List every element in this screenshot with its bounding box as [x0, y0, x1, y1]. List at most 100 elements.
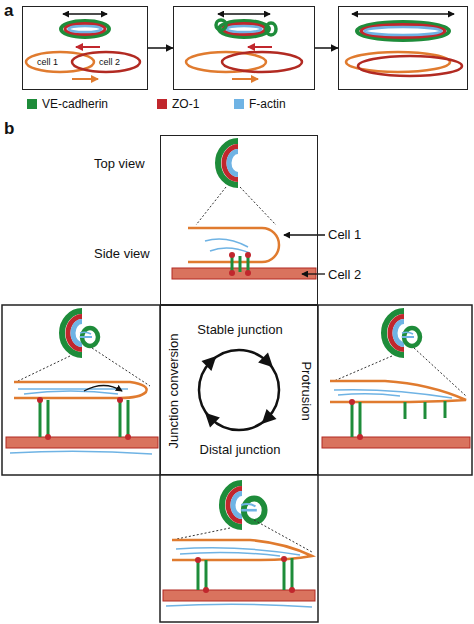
- cell-outline: [188, 228, 279, 262]
- zo1-dot: [229, 252, 235, 258]
- node-text: Cell 1: [328, 228, 361, 242]
- stage-box: [318, 305, 472, 475]
- junction-bulge: [266, 23, 276, 35]
- zoom-line: [254, 520, 312, 552]
- zo1-dot: [289, 587, 295, 593]
- zo1-dot: [245, 252, 251, 258]
- cadherin: [424, 402, 427, 419]
- junction-bulge: [402, 328, 420, 346]
- cadherin: [283, 559, 286, 590]
- cell-body: [172, 268, 316, 279]
- zo1-dot: [45, 434, 51, 440]
- node-text: Protrusion: [299, 361, 313, 420]
- motion-arrow: [72, 78, 98, 80]
- zoom-line: [240, 187, 276, 225]
- panel-box: Top viewSide viewCell 1Cell 2: [160, 135, 318, 305]
- cadherin: [197, 560, 200, 590]
- zo1-dot: [37, 397, 43, 403]
- zoom-line: [92, 348, 150, 386]
- panel-box: [173, 6, 315, 90]
- actin-fiber: [166, 604, 312, 607]
- zo1-dot: [125, 434, 131, 440]
- node-text: Top view: [94, 157, 145, 171]
- cadherin-ring: [61, 21, 109, 37]
- cadherin: [239, 256, 242, 272]
- cell-outline: [14, 382, 147, 398]
- flow-arrow: [148, 47, 173, 49]
- motion-arrow: [232, 78, 258, 80]
- zo1-dot: [281, 556, 287, 562]
- legend-label: VE-cadherin: [42, 98, 108, 110]
- legend-swatch: [157, 99, 167, 109]
- cycle-arrowhead: [200, 408, 220, 428]
- cadherin-ring: [357, 22, 449, 40]
- zo1-dot: [229, 270, 235, 276]
- junction-bulge: [216, 20, 226, 30]
- cadherin: [39, 400, 42, 437]
- node-text: cell 2: [99, 58, 120, 68]
- node-text: Junction conversion: [167, 334, 181, 449]
- double-arrow: [352, 13, 454, 15]
- cycle-arrowhead: [257, 409, 277, 429]
- zoom-line: [18, 356, 70, 381]
- pointer-arrow: [302, 273, 325, 274]
- cadherin: [247, 256, 250, 272]
- double-arrow: [63, 13, 107, 15]
- zoom-line: [334, 356, 392, 381]
- cadherin: [291, 558, 294, 590]
- top-view-junction: [62, 311, 82, 355]
- curved-arrow: [84, 386, 122, 392]
- zo1-ring: [223, 24, 265, 35]
- zo1-dot: [349, 399, 355, 405]
- cadherin: [127, 400, 130, 437]
- motion-arrow: [248, 46, 272, 48]
- cadherin: [351, 402, 354, 437]
- node-text: Distal junction: [161, 443, 319, 457]
- legend-swatch: [27, 99, 37, 109]
- cadherin: [205, 560, 208, 590]
- zo1-dot: [357, 434, 363, 440]
- actin-fiber: [338, 394, 400, 396]
- top-view-junction: [222, 483, 242, 527]
- zo1-dot: [245, 270, 251, 276]
- cell-outline: [72, 52, 140, 72]
- cell-body: [322, 437, 470, 448]
- cell-body: [6, 437, 158, 448]
- cell-outline: [222, 52, 302, 72]
- actin-fiber: [10, 451, 152, 454]
- pointer-arrow: [284, 234, 325, 235]
- panel-letter: a: [4, 2, 13, 19]
- junction-bulge: [80, 328, 98, 346]
- zo1-dot: [203, 587, 209, 593]
- zo1-ring: [65, 24, 105, 35]
- junction-bulge: [241, 499, 264, 522]
- zoom-line: [196, 187, 226, 225]
- actin-fiber: [334, 390, 452, 398]
- cell-outline: [358, 56, 462, 76]
- cycle-circle: [199, 350, 279, 430]
- motion-arrow: [76, 46, 100, 48]
- legend-swatch: [234, 99, 244, 109]
- cadherin: [119, 400, 122, 437]
- flow-arrow: [315, 47, 338, 49]
- zo1-dot: [195, 557, 201, 563]
- cadherin: [404, 402, 407, 419]
- node-text: Stable junction: [161, 323, 319, 337]
- cycle-arrowhead: [258, 353, 278, 373]
- panel-box: cell 1cell 2: [22, 6, 148, 90]
- panel-box: Stable junctionProtrusionDistal junction…: [160, 305, 318, 475]
- cadherin: [47, 400, 50, 437]
- zoom-line: [172, 528, 230, 540]
- cycle-arrowhead: [202, 351, 222, 371]
- panel-letter: b: [4, 120, 14, 137]
- actin-fiber: [24, 391, 118, 394]
- stage-box: [2, 305, 160, 475]
- zo1-ring: [361, 25, 445, 38]
- legend-label: F-actin: [249, 98, 286, 110]
- cadherin: [231, 256, 234, 272]
- top-view-junction: [384, 311, 404, 355]
- stage-box: [160, 475, 318, 622]
- top-view-junction: [218, 141, 238, 185]
- actin-fiber: [18, 388, 128, 390]
- zoom-line: [414, 348, 466, 396]
